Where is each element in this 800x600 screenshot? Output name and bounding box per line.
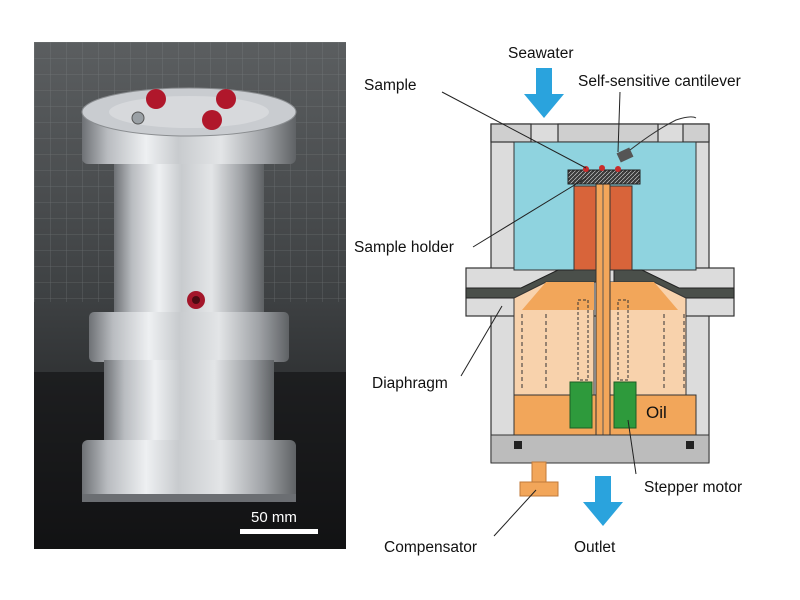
scale-bar: 50 mm	[240, 509, 318, 534]
sample-holder	[573, 185, 597, 271]
seawater-arrow-icon	[524, 68, 564, 118]
cantilever-icon	[616, 116, 697, 163]
device-photo: 50 mm	[34, 42, 346, 549]
label-compensator: Compensator	[384, 539, 477, 556]
label-cantilever: Self-sensitive cantilever	[578, 73, 741, 90]
label-stepper-motor: Stepper motor	[644, 479, 742, 496]
bolt-icon	[131, 111, 145, 125]
stepper-motor-icon	[569, 381, 593, 429]
base-plate	[490, 434, 710, 464]
label-sample-holder: Sample holder	[354, 239, 454, 256]
label-oil: Oil	[646, 403, 667, 422]
lead-screw	[577, 299, 589, 381]
label-diaphragm: Diaphragm	[372, 375, 448, 392]
compensator-icon	[519, 461, 559, 497]
schematic-diagram: Seawater Sample Self-sensitive cantileve…	[354, 45, 742, 556]
label-outlet: Outlet	[574, 539, 616, 556]
scale-bar-label: 50 mm	[251, 509, 297, 526]
label-seawater: Seawater	[508, 45, 573, 62]
red-cap-icon	[202, 110, 222, 130]
red-cap-icon	[216, 89, 236, 109]
red-cap-icon	[146, 89, 166, 109]
label-sample: Sample	[364, 77, 417, 94]
outlet-arrow-icon	[583, 476, 623, 526]
